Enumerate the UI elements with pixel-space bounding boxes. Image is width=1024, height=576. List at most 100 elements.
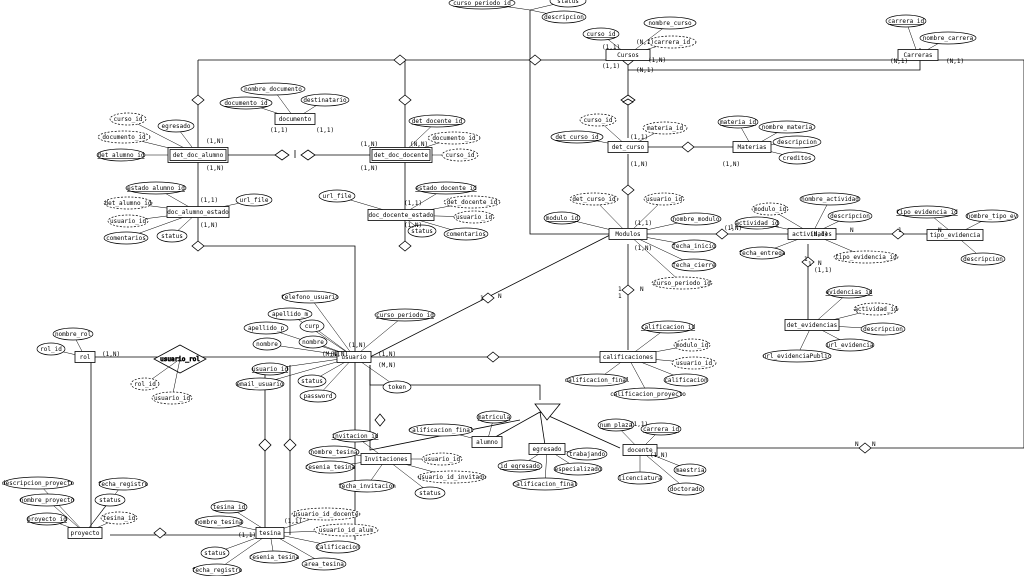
attribute-label: comentarios bbox=[106, 235, 146, 242]
attribute-label: carrera_id bbox=[654, 39, 691, 46]
attribute-label: nombre_carrera bbox=[923, 35, 974, 42]
entity-det-evidencias: det_evidencias bbox=[784, 319, 840, 331]
attribute-label: tipo_evidencia_id bbox=[896, 209, 958, 216]
relationship-diamond bbox=[528, 54, 542, 66]
attribute: nombre_proyecto bbox=[19, 493, 74, 507]
attribute: materia_id bbox=[642, 121, 688, 135]
attribute: resenia_tesina bbox=[249, 550, 300, 564]
cardinality: (N,1) bbox=[636, 67, 654, 74]
attribute-label: estado_docente_id bbox=[415, 185, 477, 192]
attribute-label: destinatario bbox=[303, 97, 347, 104]
attribute: curso_id bbox=[109, 112, 147, 126]
attribute: usuario_id_invitado bbox=[417, 470, 487, 484]
attribute-label: telefono_usuario bbox=[281, 294, 339, 301]
attribute-label: egresado bbox=[162, 123, 191, 130]
attribute-label: usuario_id bbox=[646, 196, 683, 203]
attribute: creditos bbox=[778, 151, 816, 165]
attribute-label: det_alumno_id bbox=[98, 152, 145, 159]
attribute-label: curp bbox=[305, 323, 320, 330]
cardinality: (1,N) bbox=[648, 57, 666, 64]
cardinality: N bbox=[850, 227, 854, 234]
attribute: status bbox=[94, 493, 126, 507]
attribute: calificacion bbox=[663, 373, 709, 387]
attribute: usuario_id_docente bbox=[291, 507, 361, 521]
relationship-diamond bbox=[622, 98, 634, 106]
cardinality: (N,1) bbox=[810, 231, 828, 238]
cardinality: 1 bbox=[898, 227, 902, 234]
entity-det-curso: det_curso bbox=[607, 141, 649, 153]
attribute-label: maestria bbox=[676, 467, 705, 474]
cardinality: (1,1) bbox=[270, 127, 288, 134]
attribute-label: status bbox=[301, 378, 323, 385]
attribute: calificacion_proyecto bbox=[610, 387, 686, 401]
attribute-label: modulo_id bbox=[676, 342, 709, 349]
attribute: nombre_modulo bbox=[670, 212, 722, 226]
attribute: carrera_id bbox=[647, 35, 697, 49]
attribute: status bbox=[200, 546, 230, 560]
attribute: carrera_id bbox=[885, 14, 927, 28]
attribute: documento_id bbox=[97, 130, 151, 144]
entity-documento: documento bbox=[274, 113, 316, 125]
attribute: nombre_materia bbox=[758, 120, 816, 134]
attribute: status bbox=[414, 486, 446, 500]
attribute-label: num_plaza bbox=[600, 422, 633, 429]
attribute-label: url_file bbox=[240, 197, 269, 204]
entity-calificaciones: calificaciones bbox=[599, 351, 657, 363]
attribute-label: nombre_tesina bbox=[311, 449, 358, 456]
attribute-label: tesina_id bbox=[213, 504, 246, 511]
attribute-label: licenciatura bbox=[618, 475, 662, 482]
attribute-label: token bbox=[388, 384, 406, 391]
attribute: curso_periodo_id bbox=[374, 308, 436, 322]
attribute: curso_periodo_id bbox=[651, 276, 713, 290]
cardinality: (1,N) bbox=[360, 165, 378, 172]
cardinality: (1,1) bbox=[404, 200, 422, 207]
cardinality: (1,1) bbox=[602, 63, 620, 70]
attribute: egresado bbox=[157, 119, 195, 133]
relationship-diamond bbox=[891, 228, 905, 240]
cardinality-labels: (1,1)(N,1)(1,1)(N,1)(1,N)(N,1)(N,1)(1,1)… bbox=[102, 39, 964, 539]
attribute: status bbox=[156, 229, 188, 243]
relationship-diamond bbox=[621, 184, 635, 196]
attribute: usuario_id bbox=[643, 192, 685, 206]
attribute: nombre_tesina bbox=[194, 515, 244, 529]
attribute-label: det_alumno_id bbox=[105, 200, 152, 207]
entity-label: rol bbox=[80, 354, 91, 361]
attribute: descripcion bbox=[827, 209, 873, 223]
cardinality: (1,N) bbox=[634, 245, 652, 252]
attribute: url_evidenciaPublic bbox=[762, 349, 832, 363]
relationship-diamond bbox=[801, 256, 815, 268]
cardinality: 1 bbox=[808, 261, 812, 268]
attribute: documento_id bbox=[219, 96, 273, 110]
entity-label: Invitaciones bbox=[364, 456, 408, 463]
attribute: nombre_rol bbox=[52, 327, 94, 341]
cardinality: (1,1) bbox=[316, 127, 334, 134]
attribute-label: nombre_documento bbox=[244, 86, 302, 93]
relationship-diamond bbox=[153, 527, 167, 539]
entity-label: tesina bbox=[259, 530, 281, 537]
attribute: password bbox=[299, 389, 337, 403]
entity-actividades: actividades bbox=[787, 228, 837, 240]
attribute: fecha_inicio bbox=[671, 239, 717, 253]
cardinality: (1,1) bbox=[200, 197, 218, 204]
relationship-diamond bbox=[374, 413, 386, 427]
relationship-diamond bbox=[258, 438, 272, 452]
attribute-label: invitacion_id bbox=[332, 433, 379, 440]
attribute: invitacion_id bbox=[332, 429, 379, 443]
attribute: calificacion_final bbox=[408, 423, 474, 437]
attribute: maestria bbox=[673, 463, 707, 477]
cardinality: (1,1) bbox=[238, 532, 256, 539]
attribute-label: fecha_registro bbox=[192, 567, 243, 574]
attribute: nombre_tipo_ev bbox=[965, 209, 1019, 223]
entity-label: alumno bbox=[476, 439, 498, 446]
attribute: materia_id bbox=[717, 115, 759, 129]
entity-label: calificaciones bbox=[603, 354, 654, 361]
attribute-label: carrera_id bbox=[643, 426, 680, 433]
relationship-diamond bbox=[486, 351, 500, 363]
attribute-label: url_evidencia bbox=[827, 342, 874, 349]
attribute-label: det_docente_id bbox=[447, 199, 498, 206]
attribute: calificacion bbox=[315, 540, 361, 554]
entity-label: Carreras bbox=[904, 52, 933, 59]
attribute-label: usuario_id_invitado bbox=[418, 474, 487, 481]
attribute-label: usuario_id bbox=[252, 366, 289, 373]
cardinality: (1,N) bbox=[206, 138, 224, 145]
